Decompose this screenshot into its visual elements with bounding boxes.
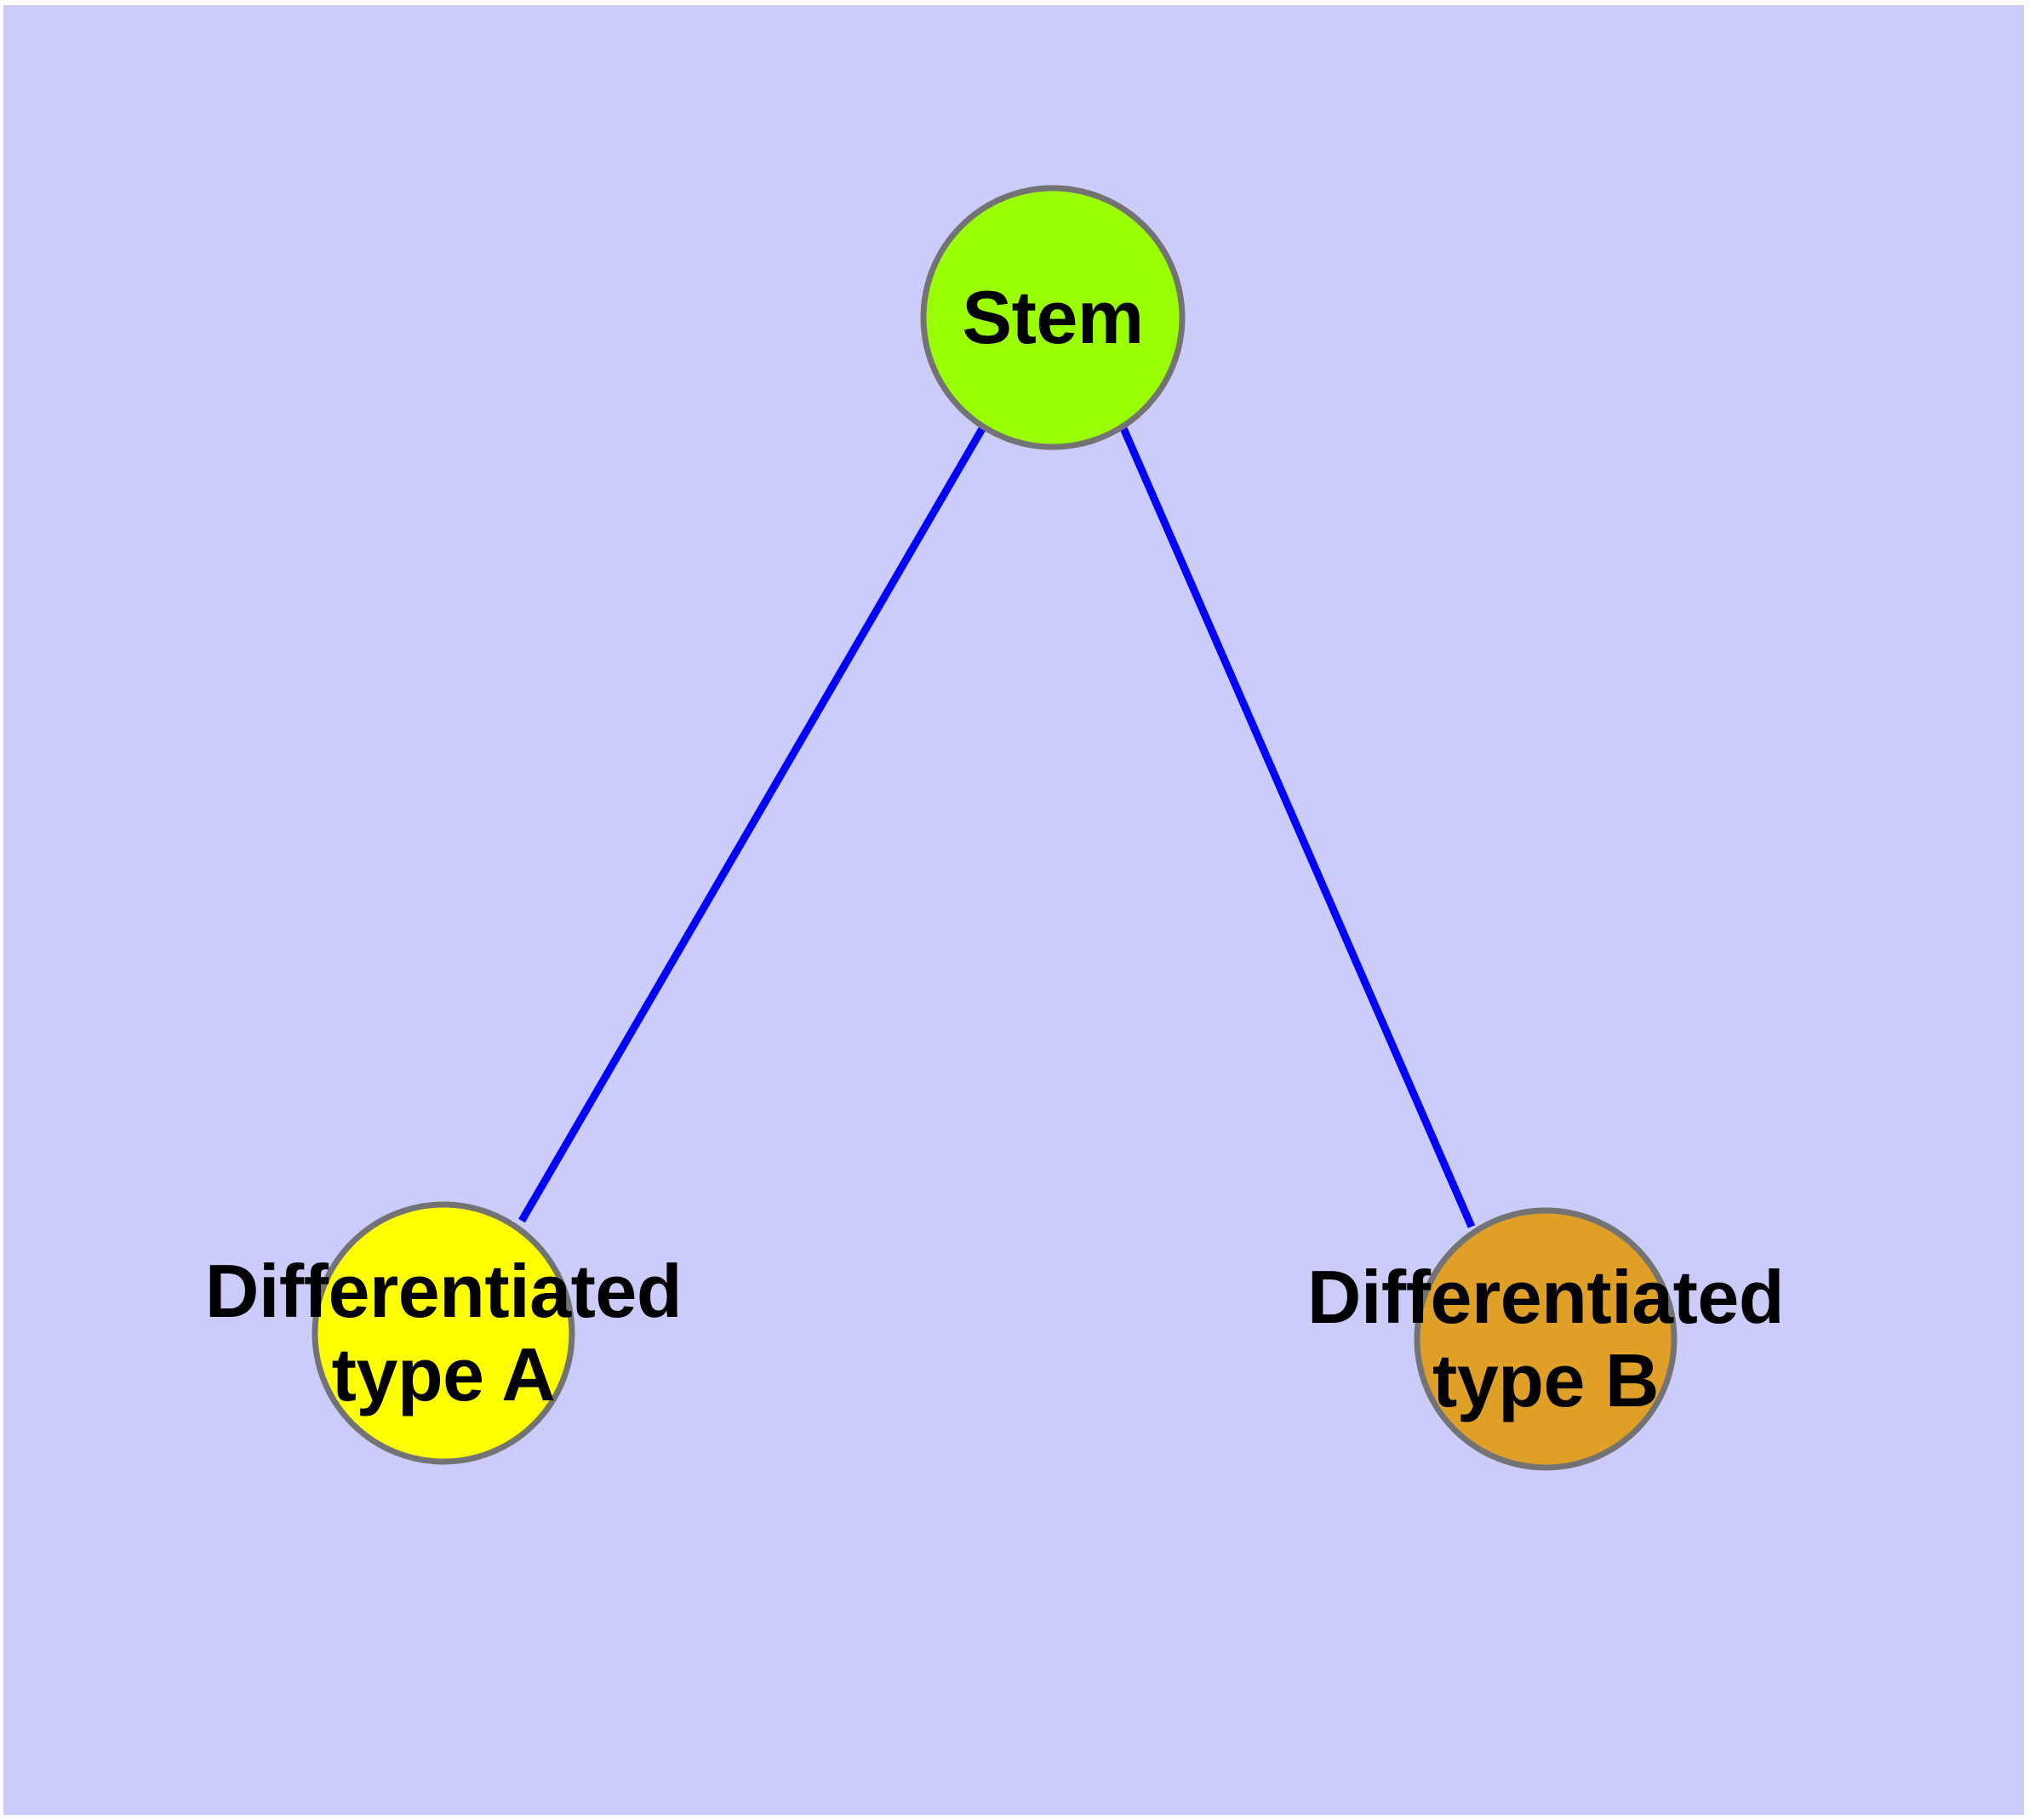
node-stem[interactable] xyxy=(920,185,1186,450)
node-differentiated-type-b[interactable] xyxy=(1414,1207,1677,1471)
node-differentiated-type-a[interactable] xyxy=(311,1201,575,1465)
edge-layer xyxy=(518,425,1476,1228)
edge-stem-to-diff-b xyxy=(1119,426,1476,1228)
edge-stem-to-diff-a xyxy=(518,425,986,1223)
node-layer xyxy=(311,185,1677,1471)
